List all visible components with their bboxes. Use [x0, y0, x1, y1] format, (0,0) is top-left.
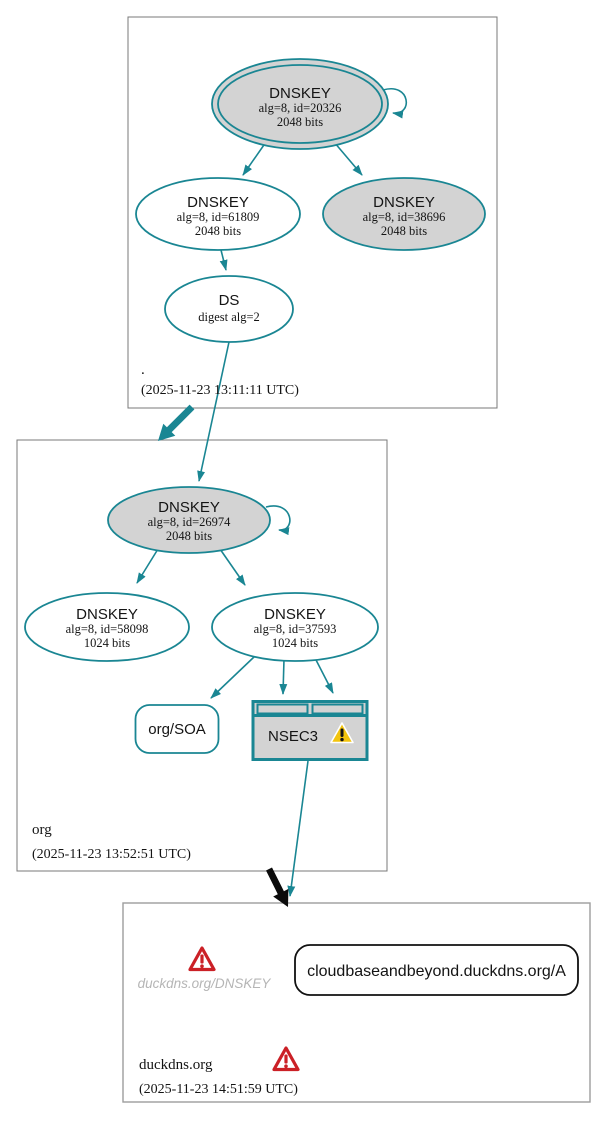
- zone-timestamp-root: (2025-11-23 13:11:11 UTC): [141, 383, 299, 398]
- zone-box-duckdns: [122, 902, 591, 1103]
- node-alg: alg=8, id=58098: [66, 622, 149, 636]
- node-root-key-38696[interactable]: DNSKEY alg=8, id=38696 2048 bits: [322, 177, 486, 251]
- node-org-soa[interactable]: org/SOA: [134, 704, 220, 754]
- node-bits: 2048 bits: [195, 224, 241, 238]
- edge-root-ksk-to-zsk: [242, 141, 267, 176]
- node-label: org/SOA: [148, 721, 206, 738]
- node-alg: alg=8, id=20326: [259, 101, 342, 115]
- node-title: DNSKEY: [158, 499, 220, 516]
- edge-root-ksk-to-key38696: [333, 141, 363, 176]
- node-root-zsk-61809[interactable]: DNSKEY alg=8, id=61809 2048 bits: [135, 177, 301, 251]
- edge-key37593-to-nsec3-a: [279, 658, 288, 695]
- zone-label-root: .: [141, 362, 145, 378]
- edge-root-ksk-selfloop: [382, 87, 407, 119]
- node-duckdns-dnskey-missing[interactable]: duckdns.org/DNSKEY: [138, 946, 272, 991]
- edge-key37593-to-soa: [210, 656, 255, 699]
- zone-timestamp-duckdns: (2025-11-23 14:51:59 UTC): [139, 1082, 298, 1097]
- node-org-nsec3[interactable]: NSEC3: [251, 700, 369, 761]
- delegation-arrow-root-to-org: [158, 404, 195, 441]
- node-root-ds[interactable]: DS digest alg=2: [164, 275, 294, 343]
- node-alg: alg=8, id=61809: [177, 210, 260, 224]
- error-icon[interactable]: [188, 946, 216, 972]
- node-alg: alg=8, id=37593: [254, 622, 337, 636]
- edge-root-zsk-to-ds: [219, 249, 228, 271]
- zone-box-org: [16, 439, 388, 872]
- node-bits: 1024 bits: [272, 636, 318, 650]
- edge-org-ksk-selfloop: [265, 505, 291, 536]
- nsec3-cell-b: [311, 703, 364, 715]
- node-org-key-37593[interactable]: DNSKEY alg=8, id=37593 1024 bits: [211, 592, 379, 662]
- node-bits: 1024 bits: [84, 636, 130, 650]
- node-org-ksk-26974[interactable]: DNSKEY alg=8, id=26974 2048 bits: [107, 486, 271, 554]
- node-title: DNSKEY: [264, 606, 326, 623]
- node-label: cloudbaseandbeyond.duckdns.org/A: [307, 963, 566, 980]
- node-alg: alg=8, id=38696: [363, 210, 446, 224]
- node-label: duckdns.org/DNSKEY: [138, 976, 272, 991]
- node-cloudbaseandbeyond-a[interactable]: cloudbaseandbeyond.duckdns.org/A: [294, 944, 579, 996]
- node-title: DNSKEY: [187, 194, 249, 211]
- zone-error-icon[interactable]: [272, 1046, 300, 1072]
- node-bits: 2048 bits: [166, 529, 212, 543]
- delegation-arrow-org-to-duckdns: [266, 867, 289, 907]
- node-alg: alg=8, id=26974: [148, 515, 232, 529]
- zone-label-org: org: [32, 822, 52, 838]
- edge-nsec3-to-duckdns: [287, 760, 309, 897]
- zone-box-root: [127, 16, 498, 409]
- node-label: NSEC3: [268, 728, 318, 745]
- node-title: DNSKEY: [269, 85, 331, 102]
- zone-timestamp-org: (2025-11-23 13:52:51 UTC): [32, 847, 191, 862]
- node-title: DS: [219, 292, 240, 309]
- edge-ds-to-org-ksk: [197, 341, 230, 482]
- node-title: DNSKEY: [373, 194, 435, 211]
- edge-org-ksk-to-key37593: [219, 548, 246, 586]
- nsec3-cell-a: [256, 703, 309, 715]
- warning-icon[interactable]: [330, 722, 354, 744]
- node-bits: 2048 bits: [277, 115, 323, 129]
- node-root-ksk-20326[interactable]: DNSKEY alg=8, id=20326 2048 bits: [211, 58, 389, 150]
- edge-org-ksk-to-key58098: [136, 548, 159, 584]
- node-detail: digest alg=2: [198, 310, 260, 324]
- edge-key37593-to-nsec3-b: [314, 657, 334, 694]
- zone-label-duckdns: duckdns.org: [139, 1057, 213, 1073]
- node-org-key-58098[interactable]: DNSKEY alg=8, id=58098 1024 bits: [24, 592, 190, 662]
- node-bits: 2048 bits: [381, 224, 427, 238]
- node-title: DNSKEY: [76, 606, 138, 623]
